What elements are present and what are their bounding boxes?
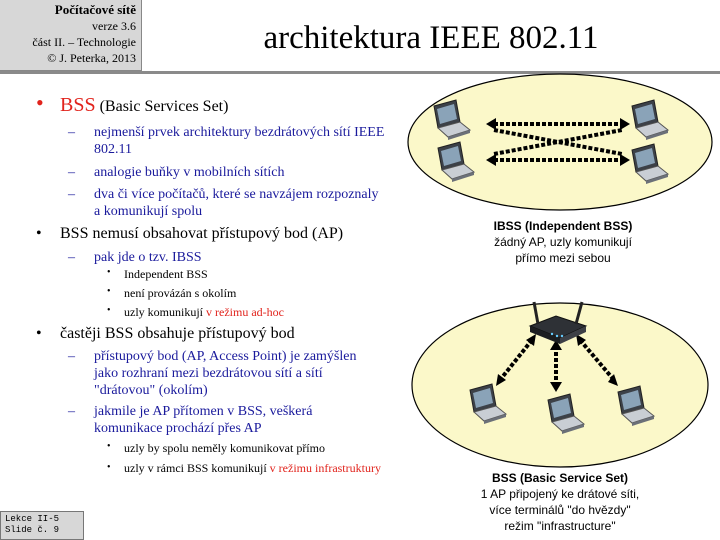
ap-sub2-item2: •uzly v rámci BSS komunikují v režimu in… [107,461,381,475]
title-divider [0,71,720,74]
bullet-ap-optional: •BSS nemusí obsahovat přístupový bod (AP… [36,225,344,242]
slide-number-box: Lekce II-5 Slide č. 9 [0,511,84,540]
bss-label: BSS [60,94,96,116]
bss-caption-line3: režim "infrastructure" [504,519,616,533]
ibss-caption-line2: přímo mezi sebou [515,251,611,265]
ibss-item1: •Independent BSS [107,267,208,281]
ibss-caption-title: IBSS (Independent BSS) [493,219,633,233]
bullet-ap-usual: •častěji BSS obsahuje přístupový bod [36,325,295,342]
ap-sub1: –přístupový bod (AP, Access Point) je za… [68,349,357,398]
bss-caption-line2: více terminálů "do hvězdy" [489,503,631,517]
bss-paren: (Basic Services Set) [99,98,229,115]
ibss-cell [407,73,713,211]
course-name: Počítačové sítě [54,2,136,17]
ap-sub2: –jakmile je AP přítomen v BSS, veškerá k… [68,404,313,436]
ibss-caption-line1: žádný AP, uzly komunikují [494,235,632,249]
bss-caption-line1: 1 AP připojený ke drátové síti, [480,487,640,501]
ibss-caption: IBSS (Independent BSS) žádný AP, uzly ko… [448,218,678,266]
copyright: © J. Peterka, 2013 [47,51,136,65]
page-title: architektura IEEE 802.11 [263,20,599,56]
bss-sub1: –nejmenší prvek architektury bezdrátovýc… [68,125,385,157]
version: verze 3.6 [92,19,136,33]
ibss-intro: –pak jde o tzv. IBSS [68,250,202,265]
ibss-item2: •není provázán s okolím [107,286,237,300]
bss-cell [411,300,709,468]
bss-sub2: –analogie buňky v mobilních sítích [68,165,285,180]
lesson-label: Lekce II-5 [5,514,60,524]
bss-caption: BSS (Basic Service Set) 1 AP připojený k… [440,470,680,534]
bss-caption-title: BSS (Basic Service Set) [491,471,629,485]
ibss-item3: •uzly komunikují v režimu ad-hoc [107,305,284,319]
header-info: Počítačové sítě verze 3.6 část II. – Tec… [0,0,142,71]
bullet-bss: • BSS (Basic Services Set) [36,90,229,116]
bss-sub3: –dva či více počítačů, které se navzájem… [68,187,379,219]
part: část II. – Technologie [32,35,136,49]
ap-sub2-item1: •uzly by spolu neměly komunikovat přímo [107,441,325,455]
slide-number: Slide č. 9 [5,525,60,535]
